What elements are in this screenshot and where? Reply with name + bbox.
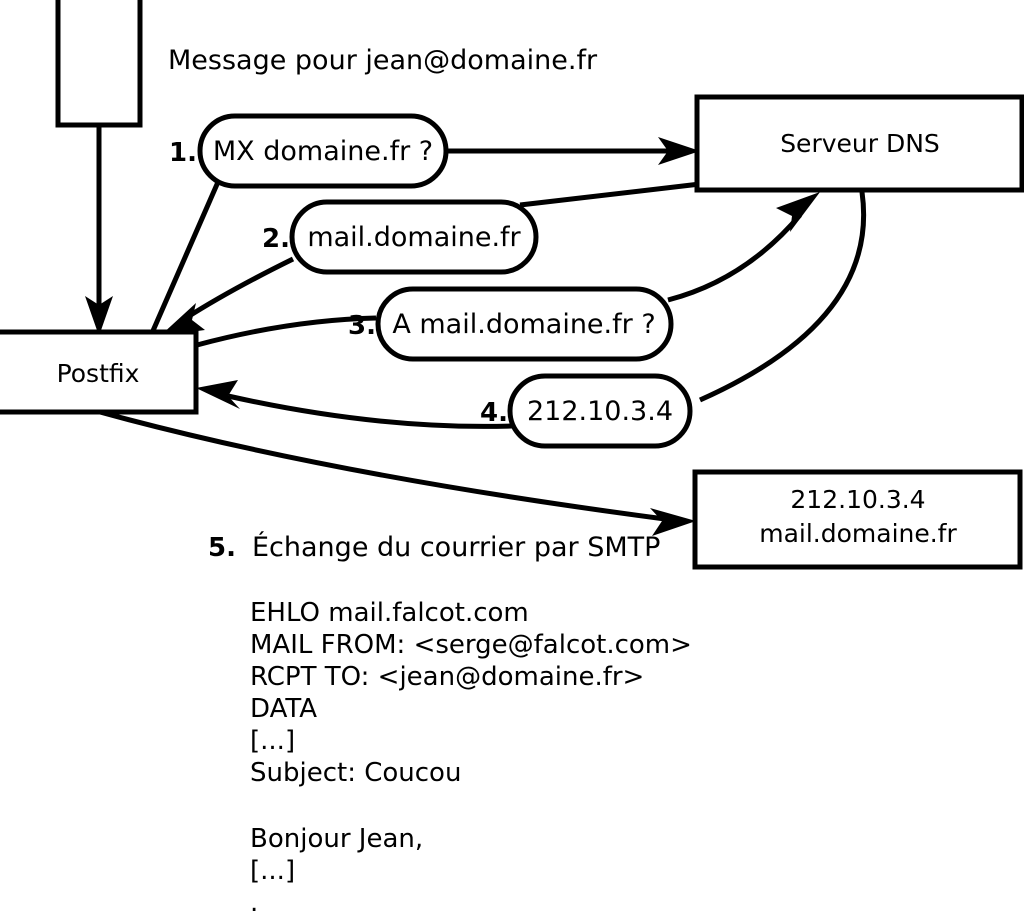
connector-client-to-postfix	[85, 125, 113, 336]
step-2-bubble	[289, 199, 539, 275]
connector-step2-dns-to-postfix	[160, 181, 701, 336]
postfix-box-label: Postfix	[57, 359, 140, 388]
connector-step4-dns-to-postfix	[196, 191, 867, 429]
smtp-line-4: [...]	[250, 726, 295, 756]
connector-step3-postfix-to-dns	[196, 192, 820, 348]
step-4-number: 4.	[480, 398, 508, 428]
client-box	[55, 0, 143, 128]
dns-box-label: Serveur DNS	[780, 129, 940, 158]
smtp-line-1: MAIL FROM: <serge@falcot.com>	[250, 630, 692, 660]
step-2-bubble-label: mail.domaine.fr	[307, 222, 521, 253]
step-1-bubble	[197, 113, 449, 189]
smtp-line-8: [...]	[250, 856, 295, 886]
dns-box	[694, 94, 1024, 193]
smtp-line-3: DATA	[250, 694, 317, 724]
target-mailserver-host: mail.domaine.fr	[759, 519, 957, 548]
step-4-bubble	[507, 373, 693, 449]
step-3-bubble-label: A mail.domaine.fr ?	[392, 309, 655, 340]
step-2-number: 2.	[262, 224, 290, 254]
step-5-number: 5.	[208, 533, 236, 563]
connector-step1-postfix-to-dns	[149, 137, 700, 335]
step-5-label: Échange du courrier par SMTP	[252, 531, 660, 563]
target-mailserver-ip: 212.10.3.4	[790, 485, 925, 514]
message-header-text: Message pour jean@domaine.fr	[168, 45, 598, 76]
smtp-line-7: Bonjour Jean,	[250, 824, 423, 854]
step-4-bubble-label: 212.10.3.4	[527, 396, 673, 427]
connector-step5-postfix-to-mailserver	[99, 409, 696, 536]
smtp-line-9: .	[250, 888, 258, 918]
step-1-number: 1.	[169, 138, 197, 168]
postfix-box	[0, 329, 199, 415]
target-mailserver-box	[692, 469, 1023, 570]
step-3-number: 3.	[348, 311, 376, 341]
step-3-bubble	[375, 286, 674, 362]
step-1-bubble-label: MX domaine.fr ?	[213, 136, 433, 167]
smtp-line-2: RCPT TO: <jean@domaine.fr>	[250, 662, 644, 692]
smtp-line-0: EHLO mail.falcot.com	[250, 598, 529, 628]
smtp-line-5: Subject: Coucou	[250, 758, 461, 788]
